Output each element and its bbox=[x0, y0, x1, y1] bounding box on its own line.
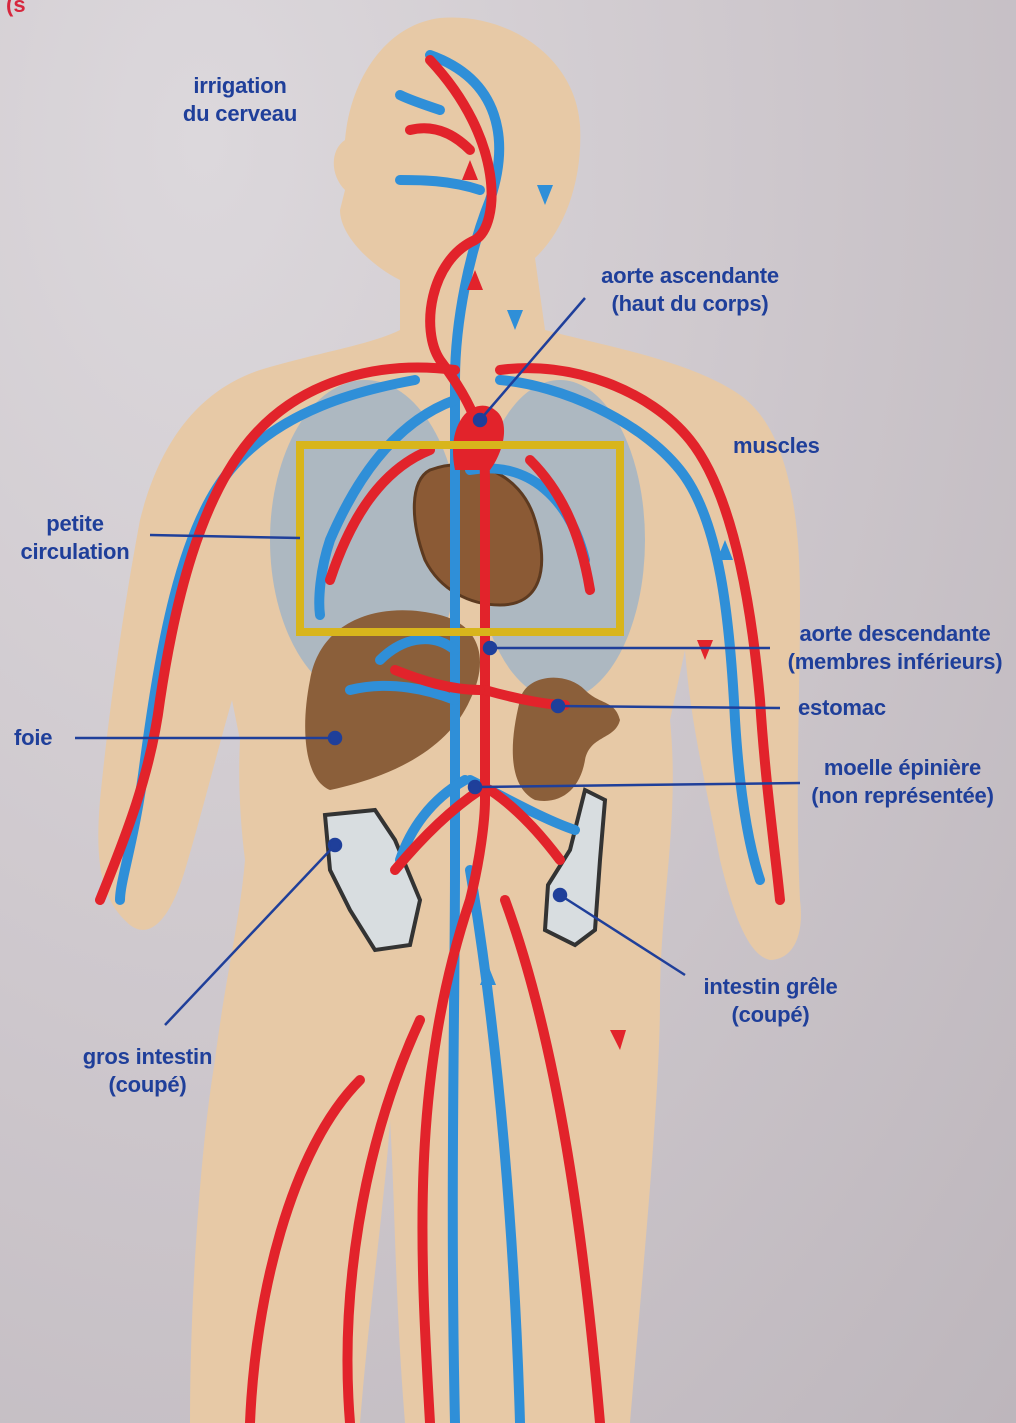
label-aorte-ascendante: aorte ascendante (haut du corps) bbox=[585, 262, 795, 318]
label-muscles: muscles bbox=[733, 432, 820, 460]
label-petite-circulation: petite circulation bbox=[15, 510, 135, 566]
label-petite-line2: circulation bbox=[15, 538, 135, 566]
label-irrigation-line2: du cerveau bbox=[170, 100, 310, 128]
label-intestin-grele: intestin grêle (coupé) bbox=[688, 973, 853, 1029]
label-aorte-descendante-line1: aorte descendante bbox=[775, 620, 1015, 648]
label-gros-intestin: gros intestin (coupé) bbox=[65, 1043, 230, 1099]
label-moelle-line1: moelle épinière bbox=[800, 754, 1005, 782]
label-irrigation-cerveau: irrigation du cerveau bbox=[170, 72, 310, 128]
label-gros-line2: (coupé) bbox=[65, 1071, 230, 1099]
label-aorte-descendante-line2: (membres inférieurs) bbox=[775, 648, 1015, 676]
label-moelle-line2: (non représentée) bbox=[800, 782, 1005, 810]
label-aorte-descendante: aorte descendante (membres inférieurs) bbox=[775, 620, 1015, 676]
label-aorte-ascendante-line2: (haut du corps) bbox=[585, 290, 795, 318]
label-estomac: estomac bbox=[798, 694, 886, 722]
label-irrigation-line1: irrigation bbox=[170, 72, 310, 100]
label-grele-line2: (coupé) bbox=[688, 1001, 853, 1029]
label-petite-line1: petite bbox=[15, 510, 135, 538]
label-foie: foie bbox=[14, 724, 52, 752]
label-moelle-epiniere: moelle épinière (non représentée) bbox=[800, 754, 1005, 810]
label-grele-line1: intestin grêle bbox=[688, 973, 853, 1001]
label-gros-line1: gros intestin bbox=[65, 1043, 230, 1071]
label-aorte-ascendante-line1: aorte ascendante bbox=[585, 262, 795, 290]
